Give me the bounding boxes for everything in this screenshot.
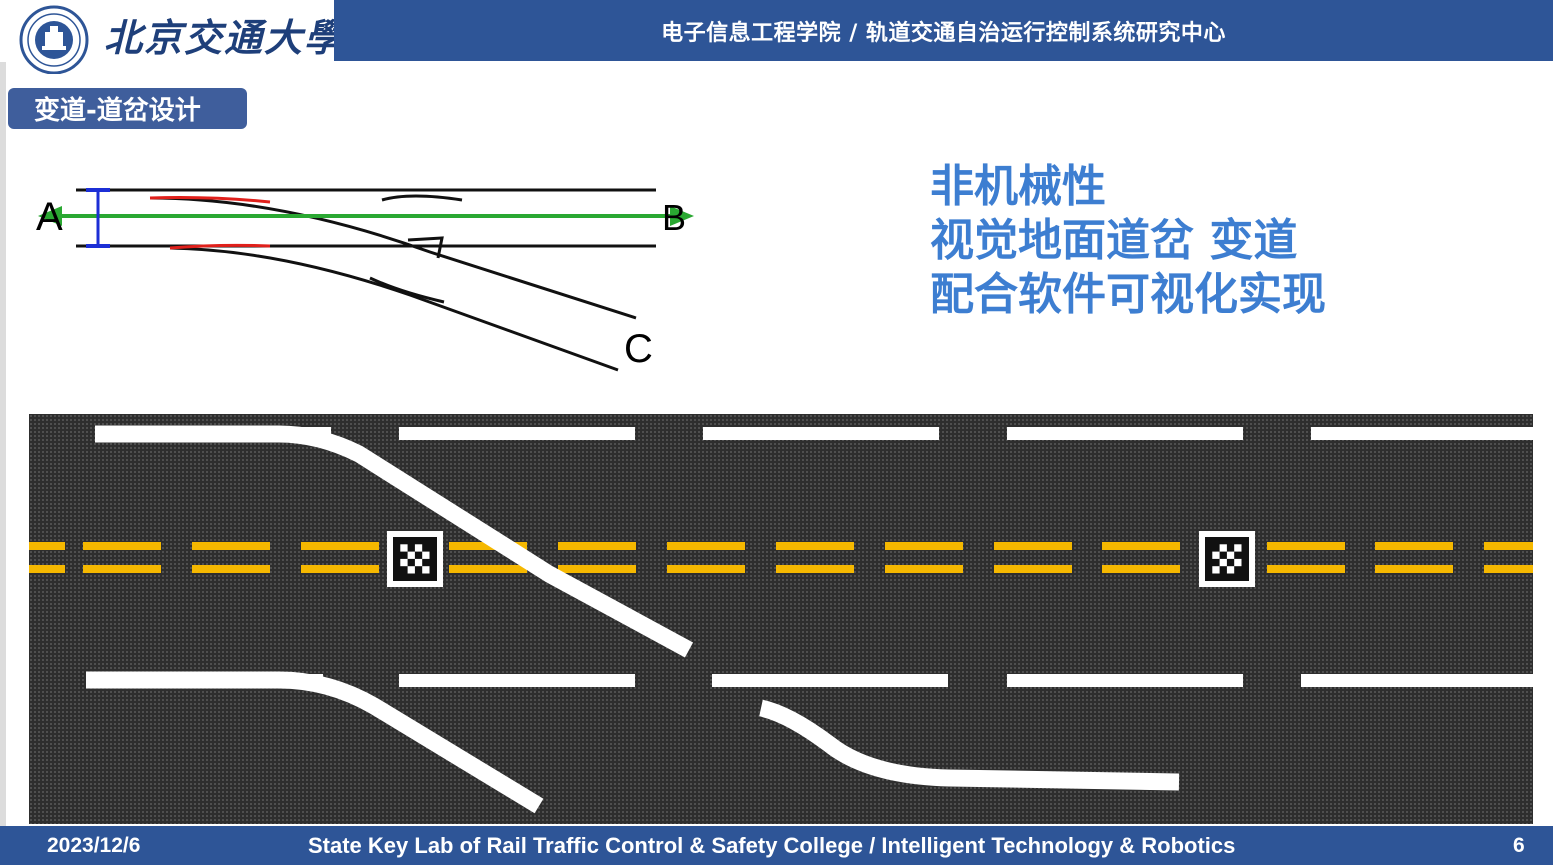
label-a: A — [36, 195, 63, 239]
center-line-lower-dash — [667, 565, 745, 573]
fiducial-marker-left-cell — [414, 558, 423, 567]
center-line-upper-dash — [1375, 542, 1453, 550]
note-line-2: 视觉地面道岔 变道 — [930, 215, 1298, 266]
fiducial-marker-right-cell — [1226, 551, 1235, 559]
top-lane-dash — [703, 427, 939, 440]
bottom-lane-dash — [1007, 674, 1243, 687]
department-title: 电子信息工程学院 / 轨道交通自治运行控制系统研究中心 — [661, 20, 1226, 46]
center-line-lower-dash — [1267, 565, 1345, 573]
fiducial-marker-left-cell — [400, 544, 408, 552]
center-line-lower-dash — [449, 565, 527, 573]
merge-curve — [758, 699, 1180, 791]
center-line-upper-dash — [83, 542, 161, 550]
fiducial-marker-right-cell — [1212, 566, 1220, 574]
fiducial-marker-left-cell — [400, 558, 408, 567]
footer-lab: State Key Lab of Rail Traffic Control & … — [308, 832, 1236, 858]
diverging-rail-upper — [149, 196, 637, 320]
fiducial-marker-left-cell — [407, 551, 415, 559]
label-b: B — [662, 197, 686, 238]
fiducial-marker-left-cell — [422, 551, 430, 559]
center-line-upper-dash — [1267, 542, 1345, 550]
left-margin-rule — [0, 0, 6, 865]
road-markings — [29, 425, 1533, 814]
center-line-lower-dash — [994, 565, 1072, 573]
top-lane-dash — [1007, 427, 1243, 440]
center-line-lower-dash — [885, 565, 963, 573]
center-line-upper-dash — [449, 542, 527, 550]
fiducial-marker-left-cell — [407, 566, 415, 574]
note-line-1: 非机械性 — [930, 161, 1106, 212]
section-tag: 变道-道岔设计 — [8, 88, 247, 129]
center-line-upper-dash — [667, 542, 745, 550]
note-line-3: 配合软件可视化实现 — [930, 269, 1326, 320]
top-lane-dash — [1311, 427, 1533, 440]
university-name: 北京交通大學 — [104, 14, 345, 60]
center-line-upper-dash — [1102, 542, 1180, 550]
center-line-upper-dash — [192, 542, 270, 550]
diverging-rail-lower — [169, 246, 619, 372]
label-c: C — [624, 327, 653, 371]
center-line-lower-dash — [301, 565, 379, 573]
center-line-lower-dash — [1375, 565, 1453, 573]
road-marking-map — [29, 414, 1533, 824]
center-line-lower-dash — [558, 565, 636, 573]
switch-point-lower — [169, 243, 271, 250]
turnout-curve-upper — [95, 425, 694, 658]
center-line-upper-dash — [301, 542, 379, 550]
switch-point-upper — [149, 196, 271, 204]
fiducial-marker-right-cell — [1212, 551, 1220, 559]
center-line-lower-dash — [1484, 565, 1533, 573]
fiducial-marker-right-cell — [1219, 544, 1227, 552]
turnout-curve-lower — [86, 671, 544, 814]
fiducial-marker-right-cell — [1234, 544, 1242, 552]
header-band — [334, 0, 1553, 61]
fiducial-marker-left-cell — [422, 566, 430, 574]
fiducial-marker-right-cell — [1219, 558, 1227, 567]
center-line-upper-dash — [558, 542, 636, 550]
footer-date: 2023/12/6 — [47, 833, 141, 857]
center-line-lower-dash — [29, 565, 65, 573]
center-line-upper-dash — [776, 542, 854, 550]
fiducial-marker-left-cell — [414, 544, 423, 552]
fiducial-marker-right-field — [1205, 537, 1249, 581]
center-line-upper-dash — [29, 542, 65, 550]
university-logo — [19, 5, 89, 74]
center-line-lower-dash — [776, 565, 854, 573]
top-lane-dash — [399, 427, 635, 440]
bottom-lane-dash — [399, 674, 635, 687]
center-line-upper-dash — [994, 542, 1072, 550]
bottom-lane-dash — [712, 674, 948, 687]
header: 北京交通大學 电子信息工程学院 / 轨道交通自治运行控制系统研究中心 — [0, 0, 1553, 74]
page-number: 6 — [1513, 833, 1525, 857]
guard-rail-top — [381, 194, 463, 202]
feature-notes: 非机械性 视觉地面道岔 变道 配合软件可视化实现 — [930, 160, 1326, 322]
arrow-b-icon — [670, 206, 694, 226]
arrow-a-icon — [38, 206, 62, 226]
fiducial-marker-right-cell — [1234, 558, 1242, 567]
center-line-upper-dash — [885, 542, 963, 550]
bottom-lane-dash — [1301, 674, 1533, 687]
center-line-lower-dash — [83, 565, 161, 573]
center-line-lower-dash — [1102, 565, 1180, 573]
frog-wing — [407, 236, 444, 259]
switch-diagram: A B C — [36, 188, 694, 372]
footer: 2023/12/6 State Key Lab of Rail Traffic … — [0, 826, 1553, 865]
center-line-lower-dash — [192, 565, 270, 573]
center-line-upper-dash — [1484, 542, 1533, 550]
guard-rail-bottom — [369, 276, 445, 304]
fiducial-marker-right-cell — [1226, 566, 1235, 574]
